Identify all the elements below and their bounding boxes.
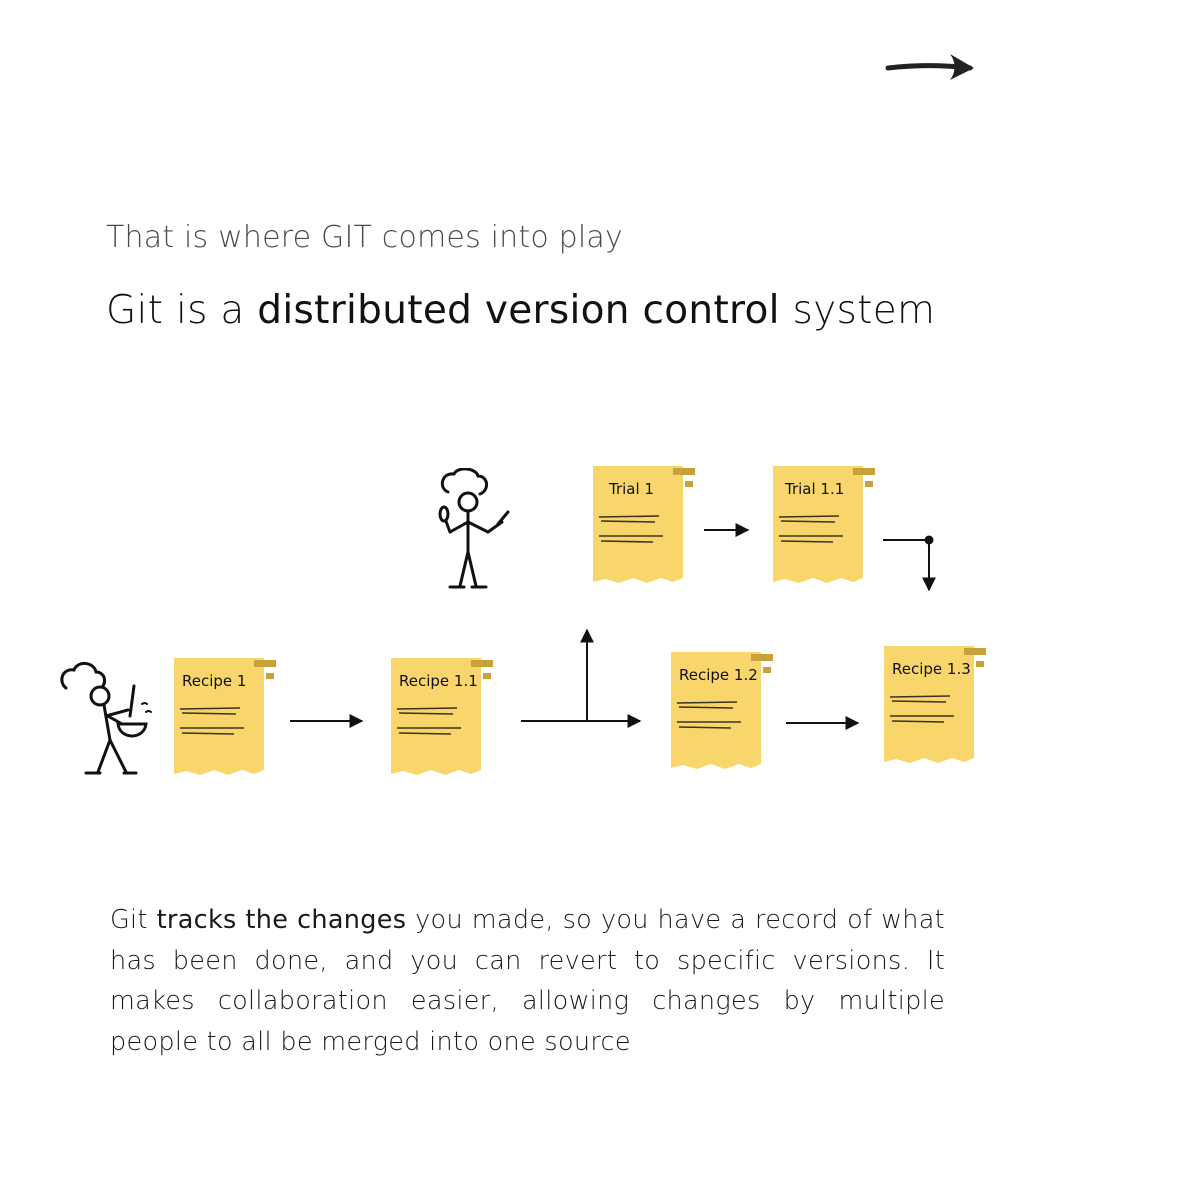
subtitle: That is where GIT comes into play	[106, 220, 623, 255]
node-recipe-1-2: Recipe 1.2	[671, 652, 773, 772]
sticky-note-icon	[884, 646, 986, 763]
node-label: Recipe 1.1	[399, 672, 478, 690]
headline-tail: system	[779, 288, 936, 333]
node-label: Trial 1.1	[785, 480, 845, 498]
chef-holding-utensils-icon	[438, 468, 510, 589]
diagram-connectors	[290, 523, 936, 730]
edge-trial-1-1-to-recipe-1-3	[883, 539, 936, 592]
node-recipe-1-1: Recipe 1.1	[391, 658, 493, 778]
chef-mixing-bowl-icon	[60, 662, 152, 775]
sticky-note-icon	[773, 466, 875, 583]
next-arrow-icon[interactable]	[884, 48, 980, 88]
node-label: Recipe 1.3	[892, 660, 971, 678]
node-label: Trial 1	[609, 480, 654, 498]
description-paragraph: Git tracks the changes you made, so you …	[110, 900, 945, 1062]
node-recipe-1: Recipe 1	[174, 658, 276, 778]
description-lead: Git	[110, 905, 157, 935]
sticky-note-icon	[391, 658, 493, 775]
sticky-note-icon	[671, 652, 773, 769]
node-recipe-1-3: Recipe 1.3	[884, 646, 986, 766]
description-rest: you made, so you have a record of what h…	[110, 905, 945, 1057]
merge-point	[924, 535, 934, 545]
headline: Git is a distributed version control sys…	[106, 288, 935, 333]
node-trial-1: Trial 1	[593, 466, 695, 586]
node-label: Recipe 1	[182, 672, 247, 690]
headline-lead: Git is a	[106, 288, 258, 333]
headline-emphasis: distributed version control	[257, 288, 780, 333]
description-emphasis: tracks the changes	[156, 905, 407, 935]
sticky-note-icon	[593, 466, 695, 583]
node-label: Recipe 1.2	[679, 666, 758, 684]
sticky-note-icon	[174, 658, 276, 775]
node-trial-1-1: Trial 1.1	[773, 466, 875, 586]
version-diagram: Recipe 1 Recipe 1.1	[0, 440, 1200, 820]
